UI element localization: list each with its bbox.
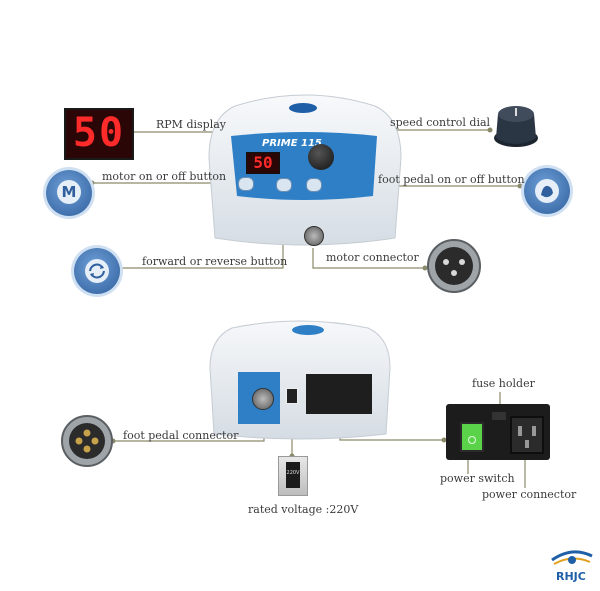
motor-button-icon: M <box>46 170 92 216</box>
power-switch-icon <box>460 422 484 452</box>
rpm-display-icon: 50 <box>64 108 134 160</box>
power-connector-label: power connector <box>482 488 577 501</box>
panel-digits: 50 <box>253 153 273 172</box>
motor-button-label: motor on or off button <box>102 170 227 183</box>
panel-foot-pedal-button[interactable] <box>306 178 322 192</box>
power-connector-icon <box>510 416 544 454</box>
rpm-digits: 50 <box>72 110 126 156</box>
panel-display: 50 <box>246 152 280 174</box>
power-switch-label: power switch <box>440 472 515 485</box>
direction-button-label: forward or reverse button <box>142 255 288 268</box>
panel-motor-button[interactable] <box>238 177 254 191</box>
motor-connector-label: motor connector <box>326 251 419 264</box>
model-name: PRIME 115 <box>262 138 322 149</box>
back-socket[interactable] <box>252 388 274 410</box>
fuse-holder-icon <box>492 412 506 420</box>
logo-icon <box>550 548 594 570</box>
speed-dial-label: speed control dial <box>390 116 491 129</box>
back-voltage-switch[interactable] <box>286 388 298 404</box>
rpm-display-label: RPM display <box>156 118 226 131</box>
voltage-switch-icon: 220V <box>278 456 308 496</box>
front-device <box>205 88 405 250</box>
speed-dial-icon <box>492 100 540 150</box>
foot-pedal-button-icon <box>524 168 570 214</box>
direction-button-icon <box>74 248 120 294</box>
back-device <box>208 318 392 440</box>
motor-connector-icon <box>426 238 482 294</box>
brand-name: RHJC <box>556 570 586 583</box>
rated-voltage-label: rated voltage :220V <box>248 503 359 516</box>
foot-pedal-connector-icon <box>60 414 114 468</box>
panel-direction-button[interactable] <box>276 178 292 192</box>
motor-socket[interactable] <box>304 226 324 246</box>
power-module-icon <box>446 404 550 460</box>
voltage-switch-text: 220V <box>286 470 300 476</box>
motor-button-glyph: M <box>57 180 81 204</box>
panel-speed-dial[interactable] <box>308 144 334 170</box>
foot-pedal-connector-label: foot pedal connector <box>123 429 239 442</box>
fuse-holder-label: fuse holder <box>472 377 535 390</box>
voltage-switch-slot: 220V <box>286 462 300 488</box>
foot-pedal-button-label: foot pedal on or off button <box>378 173 525 186</box>
